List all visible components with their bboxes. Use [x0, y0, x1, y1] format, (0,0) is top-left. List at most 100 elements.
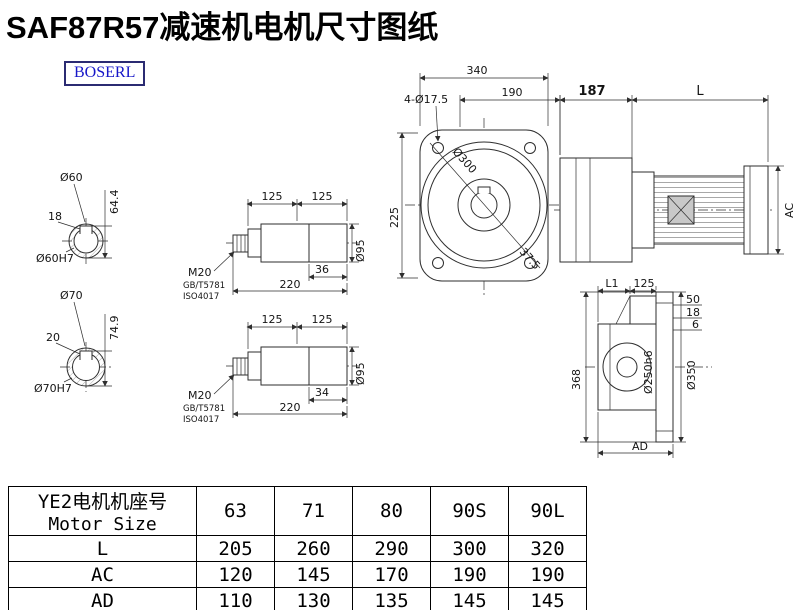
table-row-AC: AC 120 145 170 190 190 — [8, 561, 587, 588]
motor-adapter — [631, 171, 655, 249]
dim-dia60-label: Ø60 — [60, 171, 83, 184]
cell-L-4: 320 — [508, 535, 587, 562]
size-col-3: 90S — [430, 486, 509, 536]
dim-368-label: 368 — [570, 369, 583, 390]
dim-34-label: 34 — [315, 386, 329, 399]
cell-AC-0: 120 — [196, 561, 275, 588]
dim-125c-label: 125 — [262, 313, 283, 326]
size-col-4: 90L — [508, 486, 587, 536]
gearbox-side — [559, 157, 633, 263]
dim-125d-label: 125 — [312, 313, 333, 326]
flange-bracket — [629, 295, 657, 325]
dim-key18-label: 18 — [48, 210, 62, 223]
row-label-AD: AD — [8, 587, 197, 610]
dim-dia95a-label: Ø95 — [354, 239, 367, 262]
size-col-2: 80 — [352, 486, 431, 536]
motor-size-header-cn: YE2电机机座号 — [37, 491, 168, 513]
dim-340-label: 340 — [467, 64, 488, 77]
row-label-AC: AC — [8, 561, 197, 588]
shaft70-keyway — [79, 350, 93, 360]
dim-dia350-label: Ø350 — [685, 360, 698, 390]
bore-keyway — [477, 186, 491, 193]
size-col-1: 71 — [274, 486, 353, 536]
dim-225-label: 225 — [388, 207, 401, 228]
thread-m20b-label: M20 — [188, 389, 212, 402]
cell-AC-1: 145 — [274, 561, 353, 588]
table-row-L: L 205 260 290 300 320 — [8, 535, 587, 562]
cell-AC-4: 190 — [508, 561, 587, 588]
motor-size-header-en: Motor Size — [48, 514, 157, 535]
dim-AC-label: AC — [783, 203, 796, 218]
dim-L-label: L — [696, 84, 704, 99]
dim-L1-label: L1 — [605, 277, 618, 290]
shaft-section-70-view: Ø70 20 74.9 Ø70H7 — [34, 289, 121, 395]
dim-125b-label: 125 — [312, 190, 333, 203]
cell-AD-0: 110 — [196, 587, 275, 610]
technical-drawing: Ø60 18 64.4 Ø60H7 Ø70 20 74.9 Ø70H7 — [34, 64, 796, 458]
dim-18-label: 18 — [686, 306, 700, 319]
cell-L-0: 205 — [196, 535, 275, 562]
dim-125e-label: 125 — [634, 277, 655, 290]
detail1-body — [260, 223, 348, 263]
motor-size-header-cell: YE2电机机座号 Motor Size — [8, 486, 197, 536]
dim-190-label: 190 — [502, 86, 523, 99]
motor-side-view: 187 L AC — [554, 84, 796, 263]
flange-plate — [655, 291, 674, 443]
brand-logo: BOSERL — [64, 61, 146, 86]
hub-circle — [457, 178, 511, 232]
thread-m20a-label: M20 — [188, 266, 212, 279]
dim-125a-label: 125 — [262, 190, 283, 203]
dim-bolt-holes-label: 4-Ø17.5 — [404, 93, 448, 106]
std-iso-b-label: ISO4017 — [183, 415, 219, 425]
page-title: SAF87R57减速机电机尺寸图纸 — [6, 10, 439, 45]
detail1-step — [247, 228, 262, 258]
dim-74_9-label: 74.9 — [108, 316, 121, 341]
std-gb-a-label: GB/T5781 — [183, 281, 225, 291]
motor-size-table: YE2电机机座号 Motor Size 63 71 80 90S 90L L 2… — [8, 486, 587, 610]
cell-AD-4: 145 — [508, 587, 587, 610]
dim-dia70H7-label: Ø70H7 — [34, 382, 72, 395]
shaft-detail-2-view: 125 125 34 220 M20 GB/T5781 ISO4017 Ø95 — [183, 313, 367, 425]
fan-cowl — [743, 165, 769, 255]
bolt-hole — [432, 257, 444, 269]
row-label-L: L — [8, 535, 197, 562]
detail2-body — [260, 346, 348, 386]
bolt-hole — [524, 142, 536, 154]
std-gb-b-label: GB/T5781 — [183, 404, 225, 414]
dim-6-label: 6 — [692, 318, 699, 331]
flange-gearbox-body — [597, 323, 657, 411]
cell-AC-2: 170 — [352, 561, 431, 588]
flange-circle — [420, 141, 548, 269]
bolt-hole — [432, 142, 444, 154]
cell-L-3: 300 — [430, 535, 509, 562]
std-iso-a-label: ISO4017 — [183, 292, 219, 302]
dim-36-label: 36 — [315, 263, 329, 276]
dim-dia70-label: Ø70 — [60, 289, 83, 302]
dim-dia60H7-label: Ø60H7 — [36, 252, 74, 265]
dim-64_4-label: 64.4 — [108, 190, 121, 215]
dim-187-label: 187 — [578, 84, 605, 99]
dim-key20-label: 20 — [46, 331, 60, 344]
table-row-AD: AD 110 130 135 145 145 — [8, 587, 587, 610]
cell-AC-3: 190 — [430, 561, 509, 588]
dim-AD-label: AD — [632, 440, 648, 453]
cell-L-2: 290 — [352, 535, 431, 562]
detail1-thread-stub — [232, 234, 249, 253]
flange-side-view: L1 125 50 18 6 368 Ø250h6 Ø350 AD — [570, 277, 712, 458]
shaft60-keyway — [79, 225, 93, 234]
dim-50-label: 50 — [686, 293, 700, 306]
dim-dia95b-label: Ø95 — [354, 362, 367, 385]
cell-AD-2: 135 — [352, 587, 431, 610]
dim-220b-label: 220 — [280, 401, 301, 414]
gearbox-front-view: Ø300 37.5 340 190 4-Ø17.5 225 — [388, 64, 562, 296]
cell-AD-3: 145 — [430, 587, 509, 610]
shaft-section-60-view: Ø60 18 64.4 Ø60H7 — [36, 171, 121, 265]
table-header-row: YE2电机机座号 Motor Size 63 71 80 90S 90L — [8, 486, 587, 536]
size-col-0: 63 — [196, 486, 275, 536]
cell-AD-1: 130 — [274, 587, 353, 610]
cell-L-1: 260 — [274, 535, 353, 562]
dim-220a-label: 220 — [280, 278, 301, 291]
shaft-detail-1-view: 125 125 36 220 M20 GB/T5781 ISO4017 Ø95 — [183, 190, 367, 302]
dim-dia250-label: Ø250h6 — [642, 350, 655, 394]
detail2-step — [247, 351, 262, 381]
